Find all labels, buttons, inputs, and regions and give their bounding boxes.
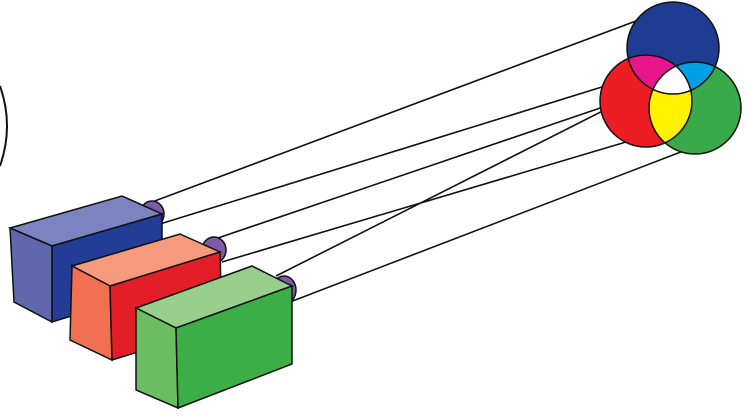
beam-line-red-top bbox=[212, 104, 612, 240]
beam-line-green-bottom bbox=[290, 150, 686, 302]
light-beams bbox=[152, 18, 686, 302]
left-edge-arc bbox=[0, 86, 7, 166]
beam-line-blue-top bbox=[152, 18, 644, 202]
rgb-venn-icon bbox=[600, 2, 741, 154]
